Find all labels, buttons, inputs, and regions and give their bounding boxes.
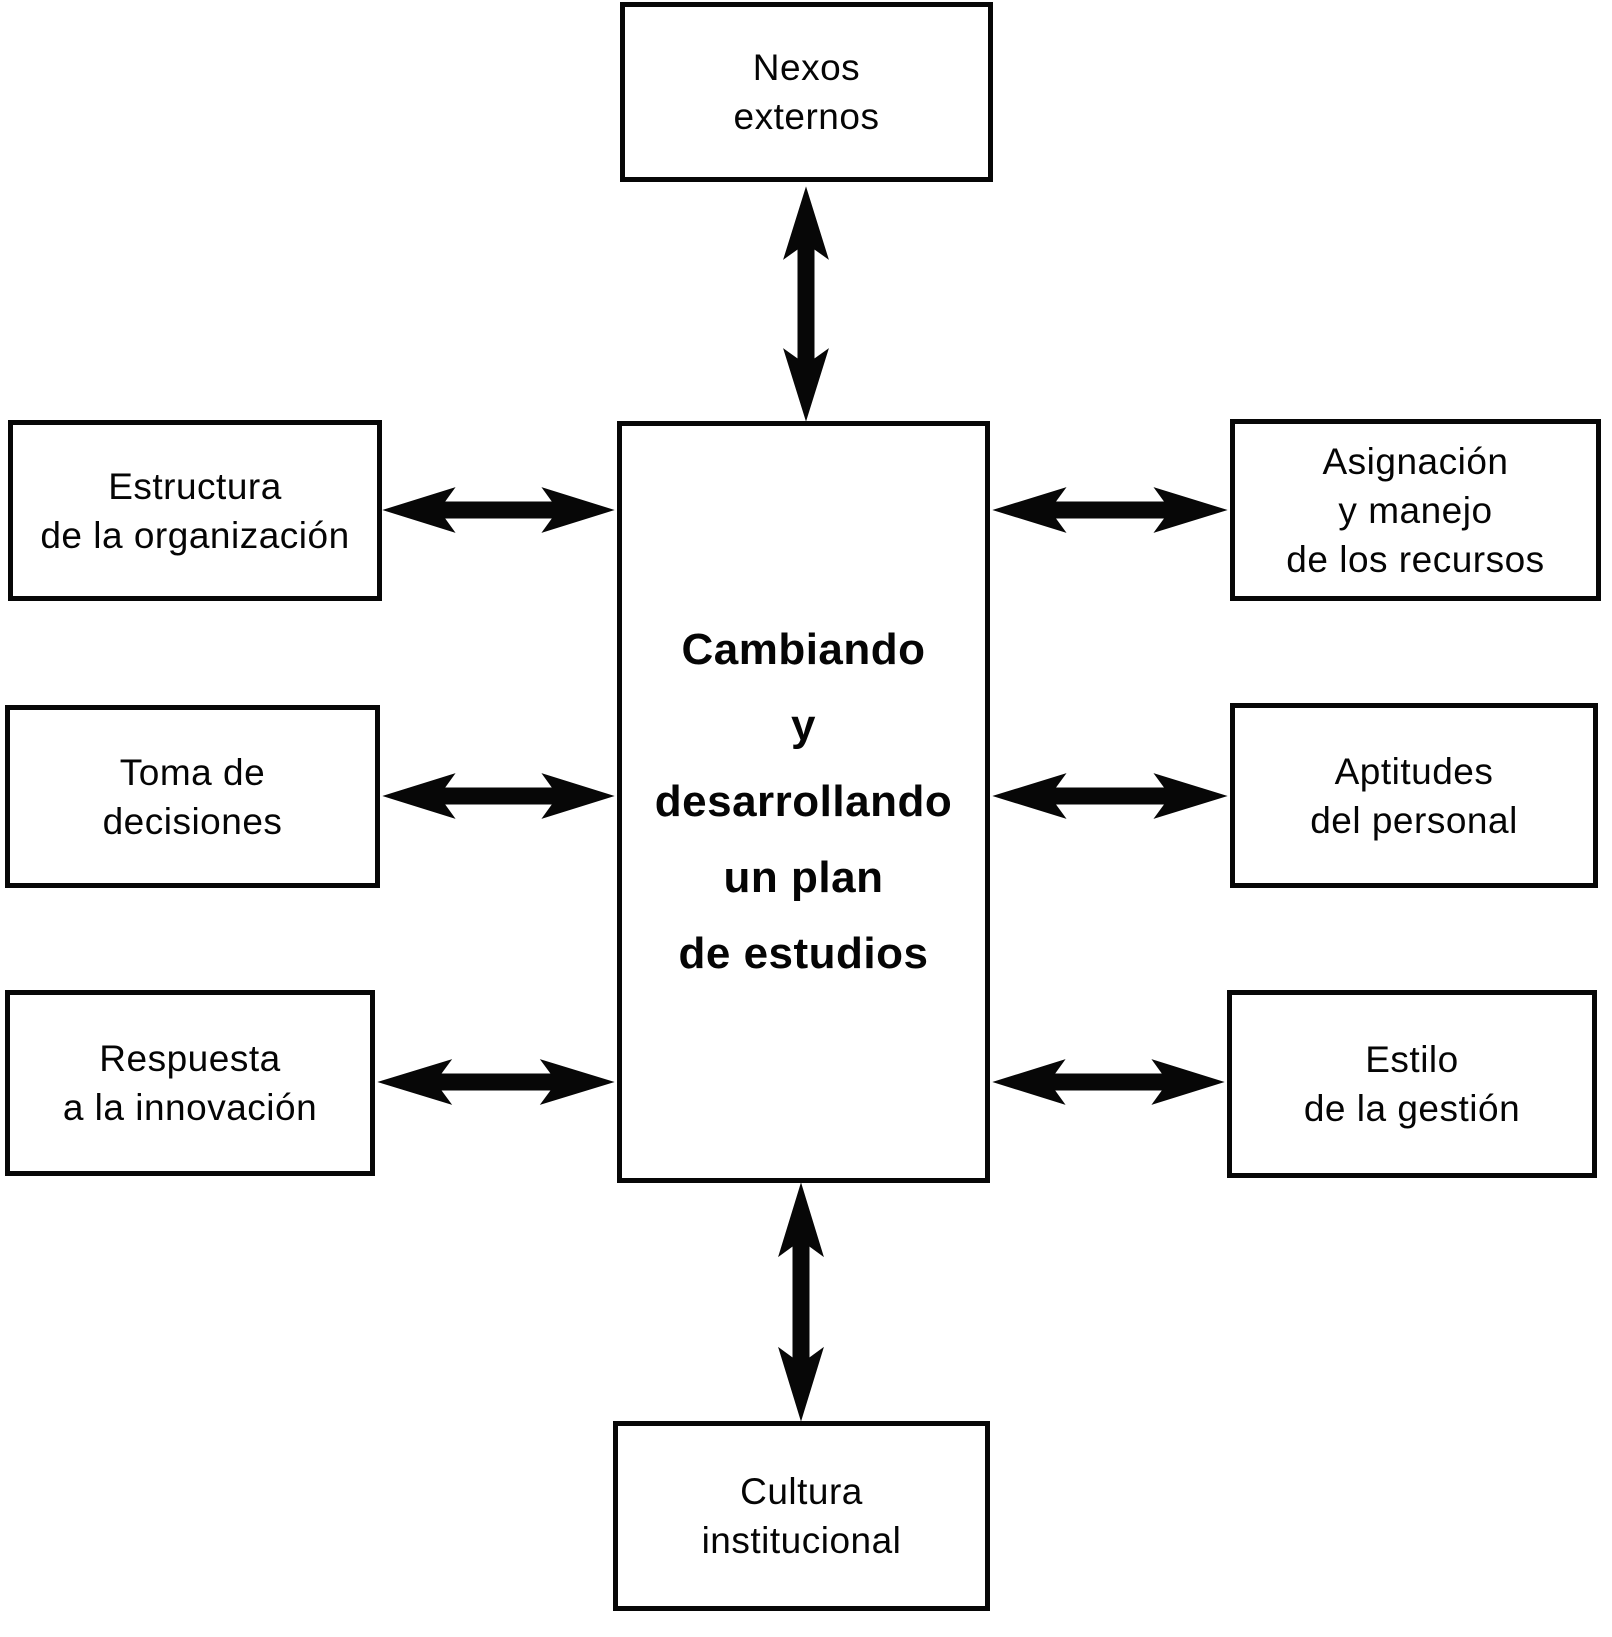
node-estructura-organizacion: Estructura de la organización [8,420,382,601]
node-label-line: de los recursos [1286,538,1545,580]
node-label-line: Estructura [108,465,282,507]
node-label-line: decisiones [102,800,283,842]
node-cambiando-plan-estudios: Cambiando y desarrollando un plan de est… [617,421,990,1183]
node-label-line: Aptitudes [1334,750,1494,792]
node-label-line: Toma de [119,751,266,793]
node-label-line: Asignación [1322,440,1509,482]
node-toma-decisiones: Toma de decisiones [5,705,380,888]
node-label-line: y [791,701,816,750]
node-label-line: de la organización [40,514,350,556]
node-label-line: desarrollando [654,777,953,826]
node-label-line: Cambiando [681,625,926,674]
node-aptitudes-personal: Aptitudes del personal [1230,703,1598,888]
node-label-line: del personal [1310,799,1518,841]
double-arrow-left-row3-icon [377,1058,615,1106]
node-label-line: a la innovación [62,1087,318,1128]
double-arrow-left-row1-icon [382,486,615,534]
node-asignacion-recursos: Asignación y manejo de los recursos [1230,419,1601,601]
node-label-line: Respuesta [99,1038,281,1079]
node-respuesta-innovacion: Respuesta a la innovación [5,990,375,1176]
node-label-line: de estudios [678,929,929,978]
node-cultura-institucional: Cultura institucional [613,1421,990,1611]
node-label-line: institucional [701,1520,902,1561]
node-label-line: y manejo [1338,489,1493,531]
node-label-line: Cultura [740,1471,863,1512]
double-arrow-right-row2-icon [992,772,1228,820]
node-label-line: externos [733,96,880,137]
node-label-line: Nexos [752,47,861,88]
node-label-line: Estilo [1365,1039,1459,1080]
node-label-line: un plan [723,853,884,902]
node-nexos-externos: Nexos externos [620,2,993,182]
double-arrow-right-row1-icon [992,486,1228,534]
double-arrow-top-icon [782,186,830,422]
double-arrow-right-row3-icon [992,1058,1225,1106]
double-arrow-bottom-icon [777,1182,825,1422]
node-estilo-gestion: Estilo de la gestión [1227,990,1597,1178]
double-arrow-left-row2-icon [382,772,615,820]
node-label-line: de la gestión [1303,1088,1521,1129]
